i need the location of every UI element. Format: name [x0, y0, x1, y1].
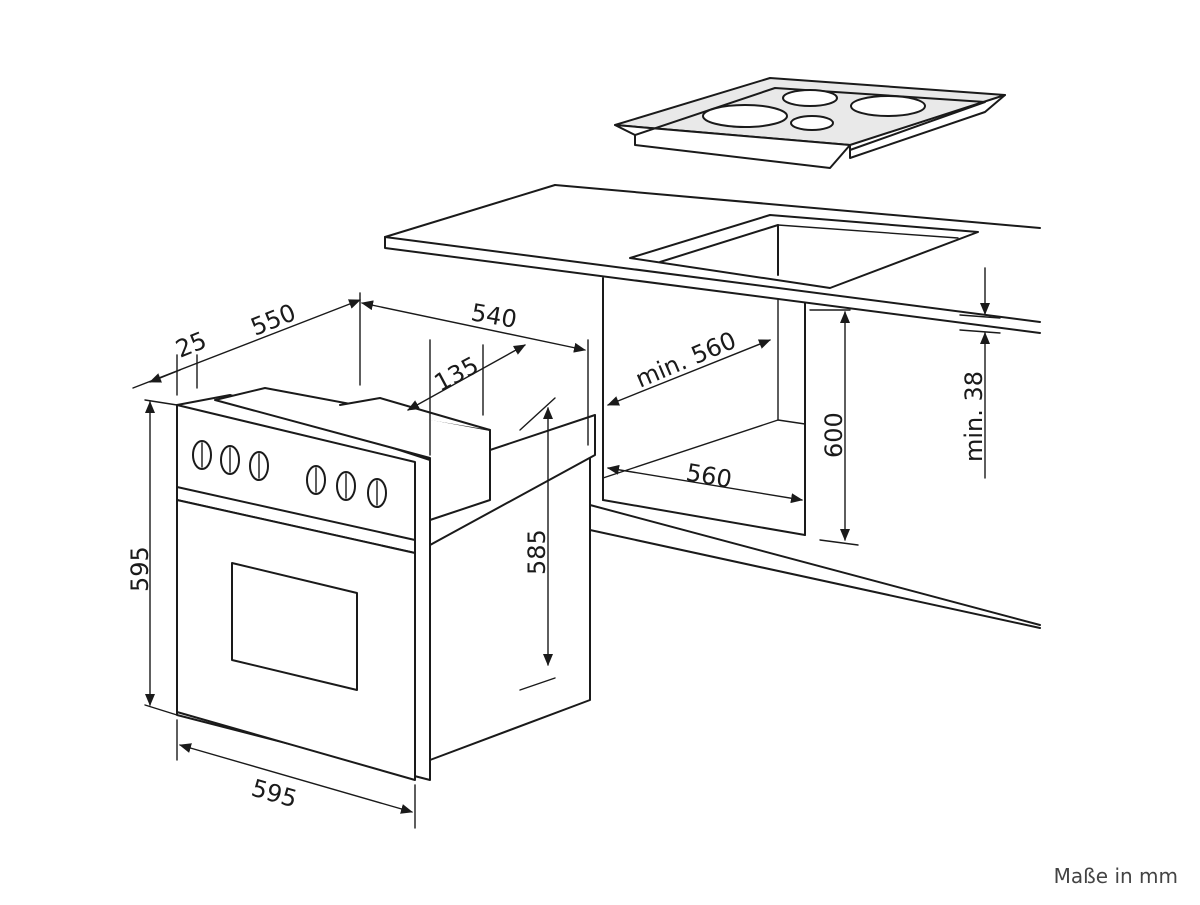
dim-label-595-width: 595 [248, 774, 300, 814]
oven-window [231, 562, 358, 691]
dim-label-550: 550 [247, 298, 300, 341]
hob-burner-icon [782, 89, 838, 107]
oven [176, 387, 596, 781]
hob [614, 77, 1006, 169]
hob-burner-icon [850, 95, 926, 117]
worktop [384, 184, 1041, 629]
dimension-lines [132, 267, 1001, 829]
dim-label-540: 540 [469, 298, 519, 334]
units-caption: Maße in mm [1053, 864, 1178, 888]
dim-label-min-560: min. 560 [631, 326, 740, 393]
hob-burner-icon [790, 115, 834, 131]
knob-icon [192, 440, 387, 508]
dim-label-600: 600 [820, 412, 848, 458]
dim-label-135: 135 [430, 351, 484, 397]
dim-label-585: 585 [523, 529, 551, 575]
hob-burner-icon [702, 104, 788, 128]
dim-label-560: 560 [684, 458, 734, 494]
dim-label-595-height: 595 [126, 546, 154, 592]
dim-label-min-38: min. 38 [960, 371, 988, 462]
